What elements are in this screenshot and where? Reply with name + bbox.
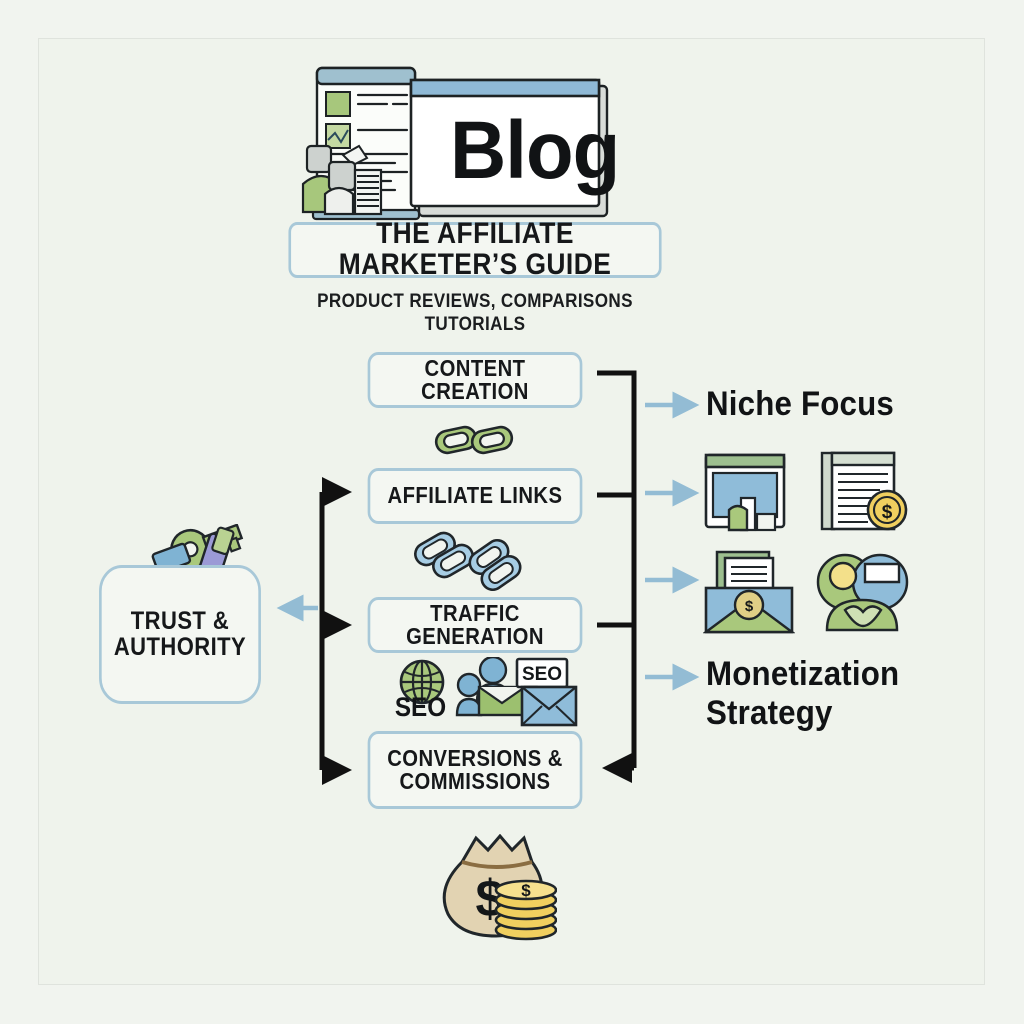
monetization-line-2: Strategy	[706, 694, 833, 733]
mail-money-dollar: $	[745, 598, 754, 615]
blog-screen-icon	[301, 66, 609, 221]
monetization-strategy-label: Monetization Strategy	[706, 655, 899, 733]
flow-box-conversions-commissions[interactable]: CONVERSIONS & COMMISSIONS	[367, 731, 583, 809]
browser-window-icon	[704, 453, 786, 532]
flow-box-traffic-generation[interactable]: TRAFFIC GENERATION	[367, 597, 583, 653]
envelope-icon	[520, 685, 578, 727]
document-coin-dollar: $	[882, 502, 893, 523]
page-subtitle: PRODUCT REVIEWS, COMPARISONS TUTORIALS	[284, 291, 666, 337]
niche-focus-label: Niche Focus	[706, 385, 895, 423]
trust-label-line1: TRUST &	[130, 607, 230, 635]
subtitle-line-1: PRODUCT REVIEWS, COMPARISONS	[317, 291, 633, 312]
seo-caption-label: SEO	[394, 692, 447, 722]
flow-box-label: TRAFFIC GENERATION	[406, 599, 544, 649]
handshake-deal-icon	[816, 553, 909, 632]
document-with-coin-icon: $	[820, 451, 908, 531]
blue-chain-link-icon	[414, 531, 522, 592]
page-title-banner: THE AFFILIATE MARKETER’S GUIDE	[288, 217, 662, 281]
money-bag-icon: $ $	[442, 834, 557, 941]
seo-bubble-text: SEO	[522, 664, 562, 685]
flow-box-label: AFFILIATE LINKS	[387, 482, 563, 509]
trust-label-line2: AUTHORITY	[113, 632, 247, 661]
flow-box-label: CONTENT CREATION	[421, 354, 529, 404]
flow-box-affiliate-links[interactable]: AFFILIATE LINKS	[367, 468, 583, 524]
green-chain-link-icon	[434, 425, 514, 455]
page-title: THE AFFILIATE MARKETER’S GUIDE	[338, 217, 612, 281]
flow-box-content-creation[interactable]: CONTENT CREATION	[367, 352, 583, 408]
coin-stack-dollar: $	[521, 881, 531, 900]
monetization-line-1: Monetization	[706, 655, 900, 693]
mail-money-icon: $	[703, 550, 795, 634]
flow-box-label-line1: CONVERSIONS &	[387, 744, 563, 771]
subtitle-line-2: TUTORIALS	[424, 313, 526, 335]
flow-box-label-line2: COMMISSIONS	[399, 768, 551, 794]
people-email-icon: SEO	[455, 657, 569, 717]
globe-seo-icon	[399, 659, 445, 705]
trust-authority-box[interactable]: TRUST & AUTHORITY	[99, 565, 261, 704]
hero-blog-word: Blog	[450, 105, 620, 196]
